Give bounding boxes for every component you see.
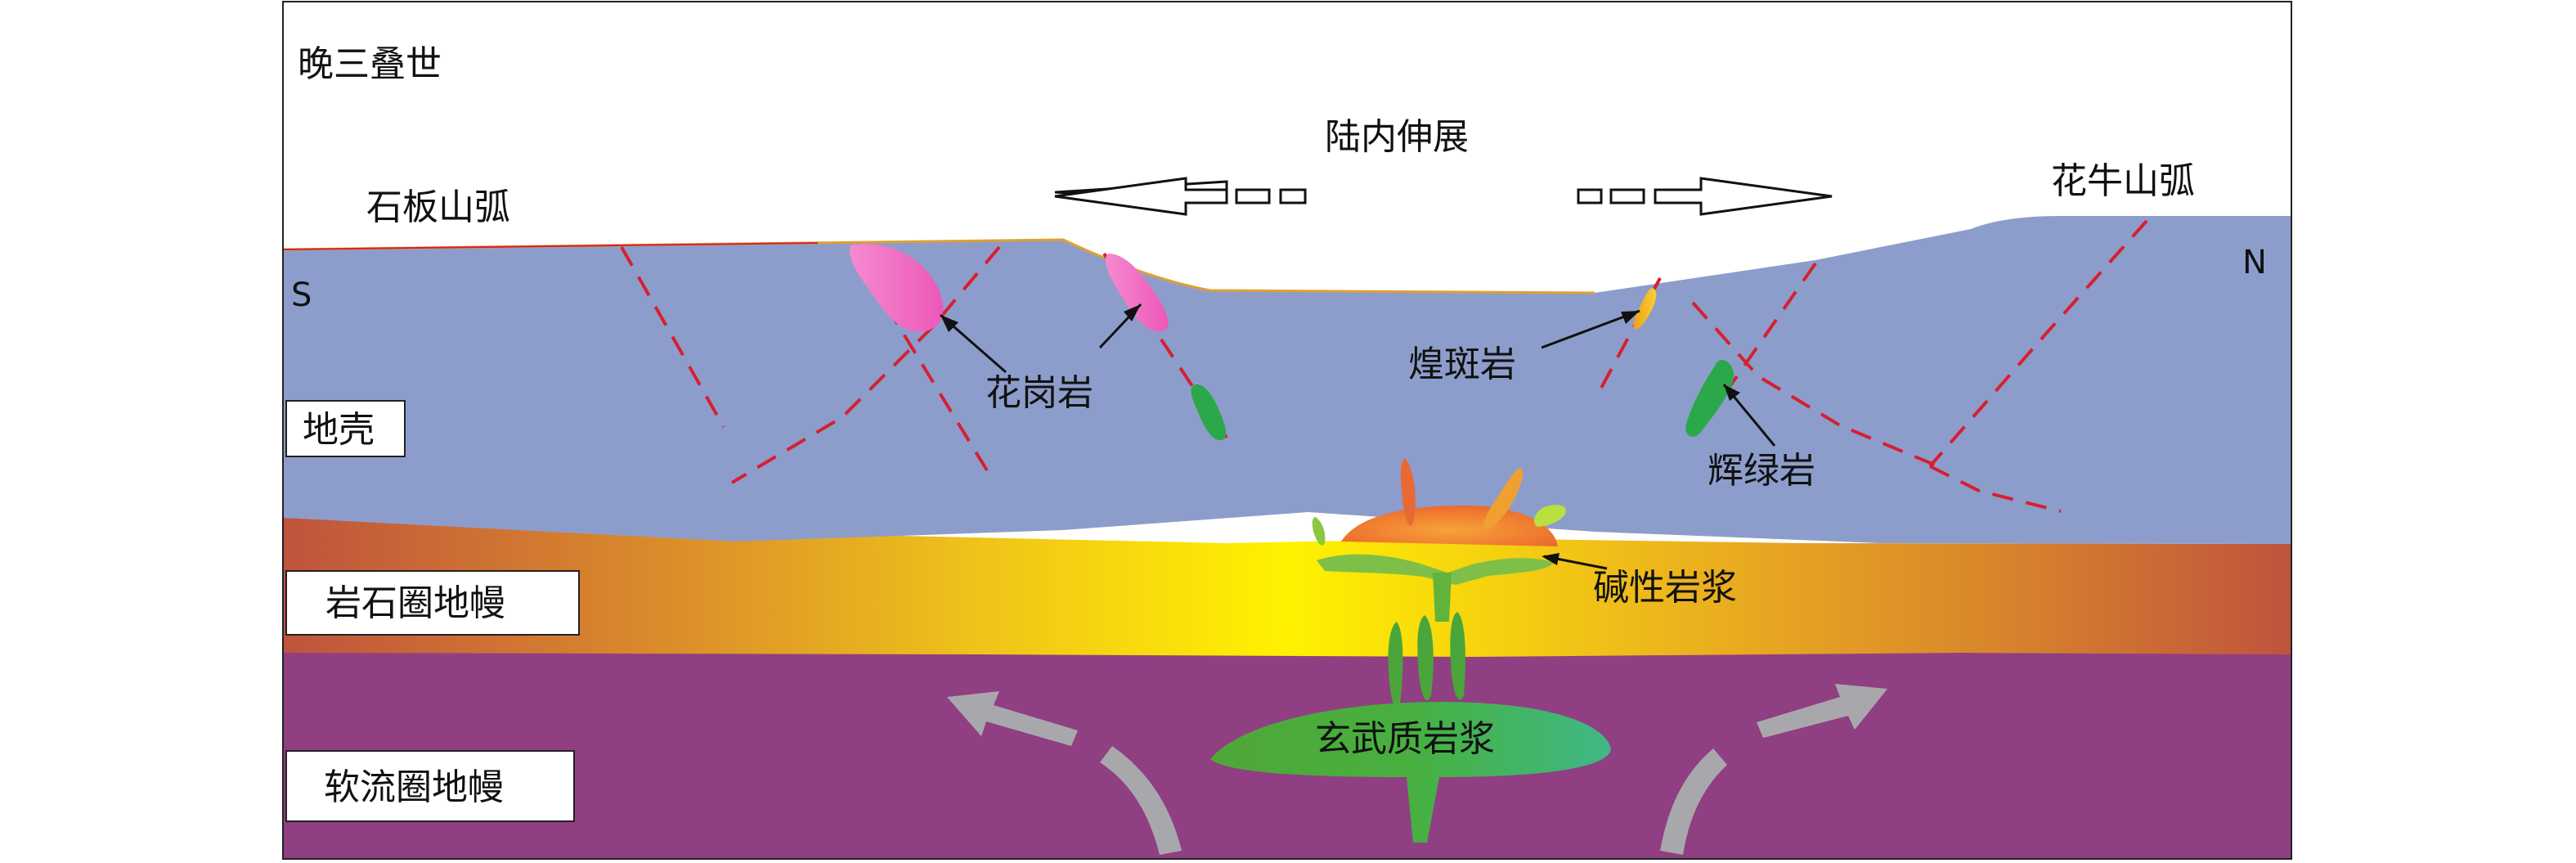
fault-7 <box>1691 301 1939 468</box>
north-label: N <box>2242 244 2267 281</box>
lamprophyre-label: 煌斑岩 <box>1408 344 1516 385</box>
south-label: S <box>291 276 312 314</box>
fault-5 <box>1597 277 1662 393</box>
lamprophyre-body <box>1633 288 1657 330</box>
extension-arrow-right <box>1654 177 1833 216</box>
left-arc-label: 石板山弧 <box>366 187 510 228</box>
flow-arrow-right-stem <box>1660 748 1727 855</box>
extension-arrow-left-outline <box>1054 177 1228 216</box>
diabase-body-right <box>1685 360 1735 437</box>
alkaline-magma-label: 碱性岩浆 <box>1593 567 1737 609</box>
extension-dash-left-1 <box>1235 188 1271 205</box>
basaltic-magma-chamber <box>1210 702 1611 843</box>
diabase-label: 辉绿岩 <box>1708 450 1815 492</box>
granite-label: 花岗岩 <box>985 372 1093 414</box>
right-arc-label: 花牛山弧 <box>2051 160 2195 202</box>
fault-9 <box>1929 465 2062 513</box>
mantle-flow-arrows <box>947 684 1887 855</box>
granite-arrowhead-left <box>940 315 958 332</box>
crust-label-box <box>285 400 406 457</box>
alkaline-arrowhead <box>1542 553 1560 565</box>
fault-8 <box>1928 219 2148 468</box>
flow-arrow-left-up <box>947 691 1078 746</box>
asthenosphere-label: 软流圈地幔 <box>324 766 504 808</box>
fault-1 <box>620 246 725 428</box>
granite-body-left <box>849 244 944 332</box>
asthenosphere-label-box <box>285 750 575 822</box>
alkaline-flame-right <box>1533 505 1566 527</box>
extension-dash-right-1 <box>1577 188 1603 205</box>
magma-feeder-stem <box>1433 573 1452 622</box>
granite-arrowhead-right <box>1124 304 1141 321</box>
crust-layer <box>284 216 2291 544</box>
process-label: 陆内伸展 <box>1325 116 1469 158</box>
diabase-arrowhead <box>1724 384 1740 401</box>
alkaline-flame-left <box>1400 458 1416 526</box>
fault-6 <box>1724 262 1817 394</box>
granite-body-right <box>1105 254 1169 332</box>
lithospheric-mantle-label: 岩石圈地幔 <box>325 582 505 624</box>
crust-label: 地壳 <box>303 409 375 451</box>
basaltic-magma-label: 玄武质岩浆 <box>1315 718 1495 760</box>
magma-finger-1 <box>1388 622 1403 707</box>
fault-2 <box>730 245 1001 484</box>
extension-dash-left-2 <box>1279 188 1307 205</box>
magma-finger-3 <box>1450 612 1465 700</box>
flow-arrow-right-up <box>1757 684 1887 738</box>
period-label: 晚三叠世 <box>298 43 442 85</box>
alkaline-magma-dome <box>1341 506 1558 546</box>
alkaline-flame-middle <box>1483 468 1524 531</box>
lamprophyre-arrowhead <box>1621 311 1640 324</box>
alkaline-flame-far-left <box>1312 517 1326 546</box>
diabase-body-left <box>1191 384 1227 441</box>
flow-arrow-left-stem <box>1100 746 1182 855</box>
extension-dash-right-2 <box>1609 188 1645 205</box>
surface-line <box>283 238 1595 294</box>
lithospheric-mantle-layer <box>284 518 2291 657</box>
lithospheric-mantle-label-box <box>285 570 580 636</box>
magma-finger-2 <box>1417 615 1434 701</box>
faults <box>620 219 2148 513</box>
left-surface-red-line <box>283 242 819 250</box>
magma-feeder-horizontal <box>1317 554 1554 585</box>
leader-arrowheads <box>940 304 1740 565</box>
